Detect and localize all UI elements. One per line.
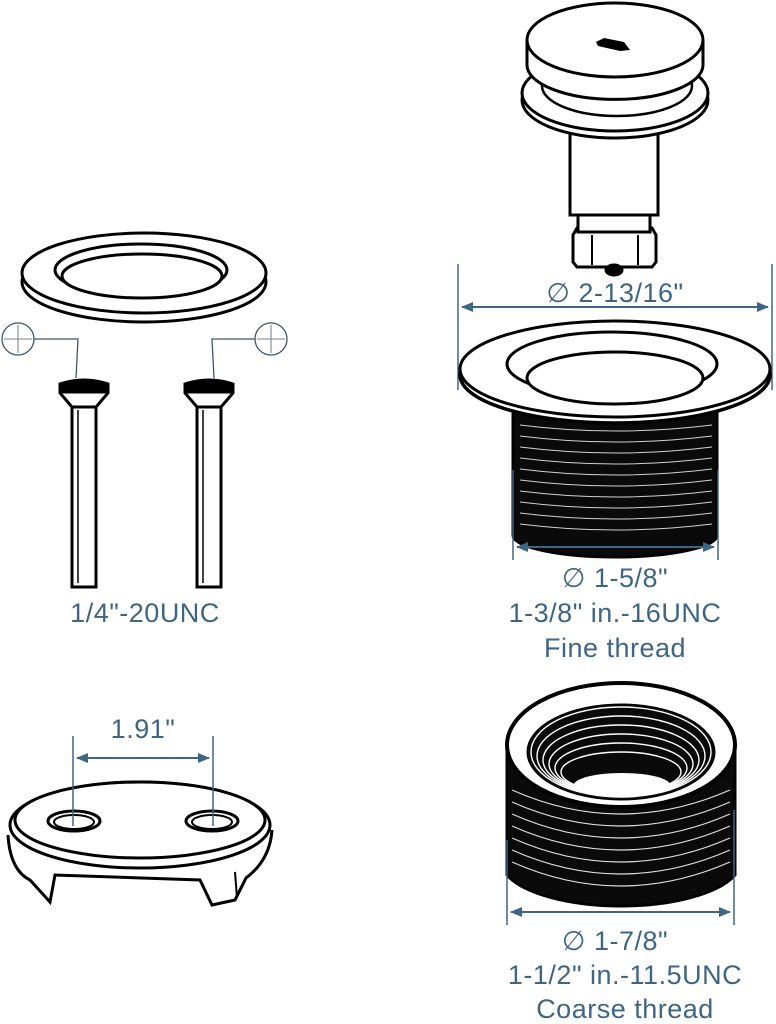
dimension-adapter-diameter (506, 810, 735, 925)
adapter-ring-part (505, 681, 737, 908)
fine-thread-type-label: Fine thread (543, 633, 687, 663)
screw-thread-label: 1/4"-20UNC (70, 598, 220, 628)
screw-left (58, 378, 110, 589)
stopper-part (520, 1, 710, 277)
gasket-part (20, 231, 268, 324)
brand-logo-icon (596, 38, 630, 51)
thread-diameter-label: ∅ 1-5/8" (561, 563, 669, 593)
cover-plate-part (6, 780, 274, 907)
fine-thread-spec-label: 1-3/8" in.-16UNC (508, 598, 722, 628)
dimension-hole-spacing (72, 736, 214, 826)
dimension-thread-diameter (512, 470, 719, 560)
coarse-thread-spec-label: 1-1/2" in.-11.5UNC (507, 960, 743, 990)
phillips-head-icon (1, 322, 79, 379)
drain-flange-part (458, 319, 772, 559)
outer-diameter-label: ∅ 2-13/16" (546, 278, 684, 308)
phillips-head-icon (211, 322, 288, 379)
hole-spacing-label: 1.91" (110, 714, 176, 744)
dimension-outer-diameter (457, 264, 773, 390)
screw-right (183, 378, 235, 589)
coarse-thread-type-label: Coarse thread (536, 994, 714, 1024)
adapter-diameter-label: ∅ 1-7/8" (561, 926, 669, 956)
